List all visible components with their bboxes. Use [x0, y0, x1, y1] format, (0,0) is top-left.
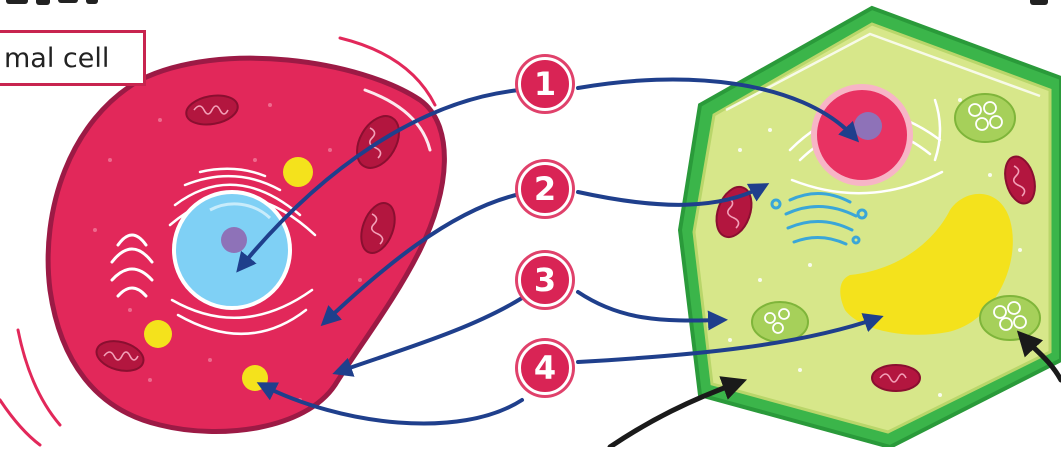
plant-nucleolus	[854, 112, 882, 140]
marker-4: 4	[518, 341, 572, 395]
black-arrow-cell-wall	[610, 382, 740, 447]
marker-1: 1	[518, 57, 572, 111]
animal-nucleolus	[221, 227, 247, 253]
marker-3-number: 3	[534, 261, 556, 299]
cell-label-box: mal cell	[0, 30, 146, 86]
cell-label-text: mal cell	[4, 43, 109, 74]
marker-1-number: 1	[534, 65, 556, 103]
marker-2: 2	[518, 162, 572, 216]
cropped-heading-text	[6, 0, 1048, 5]
marker-2-number: 2	[534, 170, 556, 208]
marker-4-number: 4	[534, 349, 556, 387]
animal-cell	[48, 58, 444, 431]
marker-3: 3	[518, 253, 572, 307]
